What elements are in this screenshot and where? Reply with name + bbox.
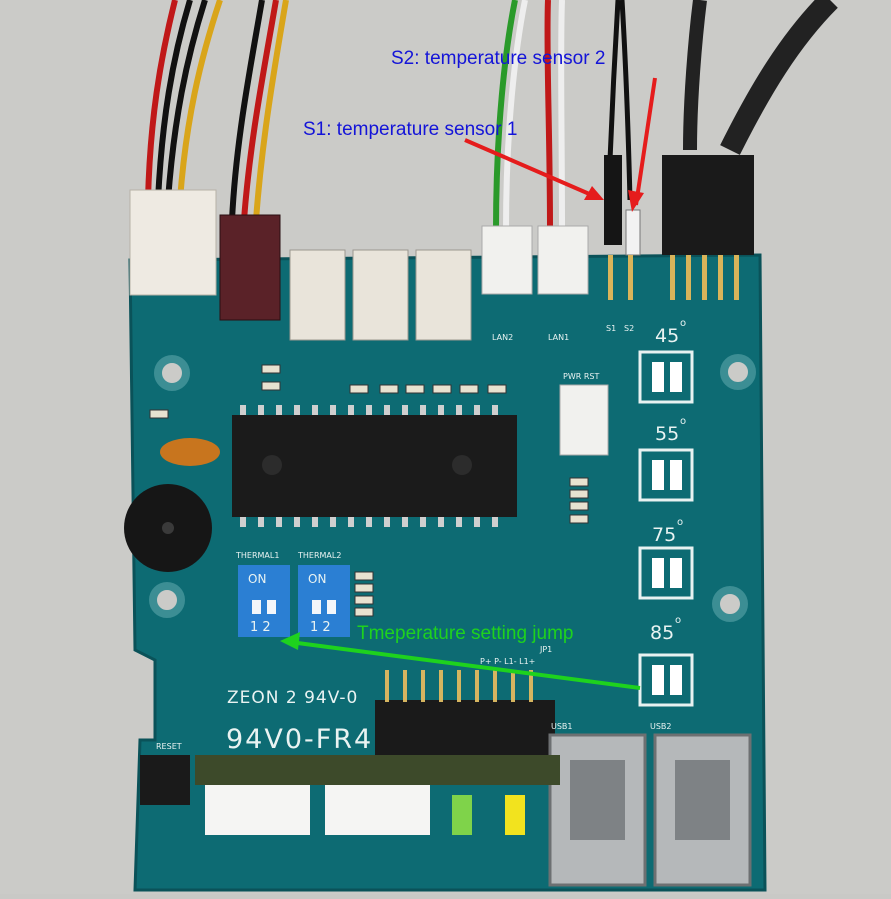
temp-75-label: 75	[652, 524, 677, 546]
lan1-connector	[537, 225, 589, 295]
temperature-jump-annotation-label: Tmeperature setting jump	[357, 623, 574, 644]
header-white-2	[352, 249, 409, 341]
jp1-label: JP1	[540, 645, 553, 654]
thermal1-on-label: ON	[248, 572, 267, 586]
s2-silk-label: S2	[624, 324, 635, 333]
lan1-label: LAN1	[548, 333, 570, 342]
temp-45-degree: o	[680, 318, 687, 329]
fan-connector-brown	[219, 214, 281, 321]
smd-components	[149, 364, 589, 617]
thermal2-dip-switch	[298, 565, 350, 637]
lan2-connector	[481, 225, 533, 295]
board-model-silkscreen: ZEON 2 94V-0	[227, 688, 359, 708]
cable-bundle-right	[493, 0, 838, 231]
temperature-jumpers	[638, 350, 694, 707]
bottom-connector-right	[325, 785, 430, 835]
pwr-rst-connector	[559, 384, 609, 456]
cable-bundle-left	[145, 0, 289, 221]
usb1-label: USB1	[551, 722, 573, 731]
thermal1-dip-switch	[238, 565, 290, 637]
thermal2-on-label: ON	[308, 572, 327, 586]
reset-button	[140, 755, 190, 805]
thermal1-pin-label: 1 2	[250, 620, 271, 635]
s2-annotation-label: S2: temperature sensor 2	[391, 48, 606, 69]
thermal1-label: THERMAL1	[236, 551, 280, 560]
pwr-rst-label: PWR RST	[563, 372, 600, 381]
board-material-silkscreen: 94V0-FR4	[226, 724, 374, 755]
bottom-connector-left	[205, 785, 310, 835]
temp-85-degree: o	[675, 615, 682, 626]
yellow-led	[505, 795, 525, 835]
temp-55-label: 55	[655, 423, 680, 445]
s1-annotation-label: S1: temperature sensor 1	[303, 119, 518, 140]
header-pins-top	[608, 255, 739, 300]
temp-75-degree: o	[677, 517, 684, 528]
sensor-s2-plug	[625, 209, 641, 256]
mounting-holes	[149, 354, 756, 622]
usb-header-plug	[662, 155, 754, 255]
ceramic-capacitor	[160, 438, 220, 466]
temp-85-label: 85	[650, 622, 675, 644]
header-white-1	[289, 249, 346, 341]
temp-45-label: 45	[655, 325, 680, 347]
fan-connector-white	[129, 189, 217, 296]
annotation-arrows	[280, 77, 657, 690]
jp1-pins-label: P+ P- L1- L1+	[480, 657, 536, 666]
lan2-label: LAN2	[492, 333, 514, 342]
sensor-s1-plug	[604, 155, 622, 245]
bottom-pcb-strip	[195, 755, 560, 785]
header-white-3	[415, 249, 472, 341]
jp1-pins	[385, 670, 533, 702]
s1-silk-label: S1	[606, 324, 617, 333]
temp-55-degree: o	[680, 416, 687, 427]
thermal2-label: THERMAL2	[298, 551, 342, 560]
usb2-label: USB2	[650, 722, 672, 731]
green-led	[452, 795, 472, 835]
chip-pins	[240, 405, 498, 527]
reset-label: RESET	[156, 742, 182, 751]
thermal2-pin-label: 1 2	[310, 620, 331, 635]
